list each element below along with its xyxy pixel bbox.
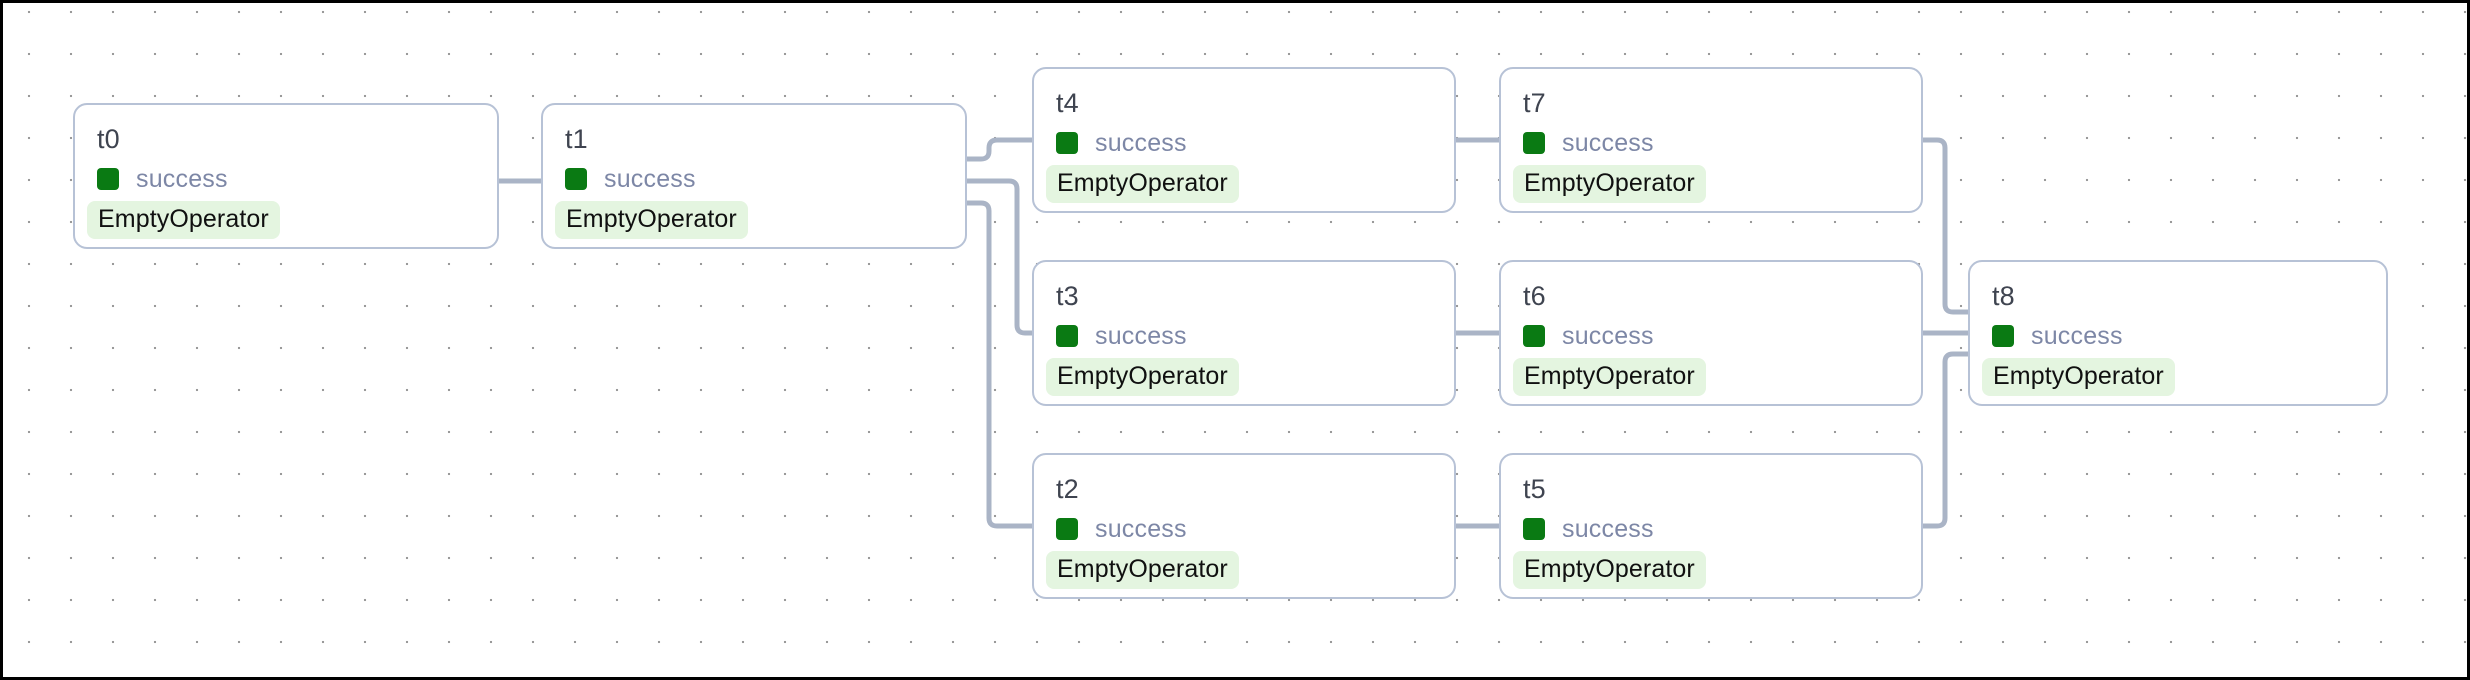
task-node-title: t0 bbox=[97, 124, 120, 154]
task-status-label: success bbox=[136, 165, 228, 193]
success-status-icon bbox=[1056, 132, 1078, 154]
task-status-label: success bbox=[1095, 129, 1187, 157]
task-operator-row: EmptyOperator bbox=[1046, 349, 1454, 396]
task-status-row: success bbox=[1523, 130, 1921, 156]
edge-t1-t2 bbox=[967, 200, 1032, 529]
task-status-label: success bbox=[1562, 515, 1654, 543]
task-status-row: success bbox=[1992, 323, 2386, 349]
task-operator-row: EmptyOperator bbox=[87, 192, 497, 239]
task-status-label: success bbox=[1562, 129, 1654, 157]
task-node-title: t4 bbox=[1056, 88, 1079, 118]
task-status-label: success bbox=[1095, 322, 1187, 350]
task-operator-badge: EmptyOperator bbox=[1513, 551, 1706, 589]
task-node-title: t1 bbox=[565, 124, 588, 154]
task-node-title: t7 bbox=[1523, 88, 1546, 118]
task-status-row: success bbox=[97, 166, 497, 192]
task-node-title: t2 bbox=[1056, 474, 1079, 504]
task-operator-row: EmptyOperator bbox=[1046, 542, 1454, 589]
task-operator-badge: EmptyOperator bbox=[1046, 165, 1239, 203]
task-status-row: success bbox=[1056, 516, 1454, 542]
success-status-icon bbox=[1056, 325, 1078, 347]
success-status-icon bbox=[1523, 325, 1545, 347]
task-node-title: t6 bbox=[1523, 281, 1546, 311]
success-status-icon bbox=[1056, 518, 1078, 540]
task-status-label: success bbox=[1095, 515, 1187, 543]
success-status-icon bbox=[565, 168, 587, 190]
task-operator-row: EmptyOperator bbox=[1513, 542, 1921, 589]
edge-t7-t8 bbox=[1923, 137, 1968, 315]
edge-t1-t3 bbox=[967, 178, 1032, 336]
success-status-icon bbox=[1523, 132, 1545, 154]
success-status-icon bbox=[1992, 325, 2014, 347]
task-status-row: success bbox=[1056, 130, 1454, 156]
task-operator-badge: EmptyOperator bbox=[555, 201, 748, 239]
task-node-title: t8 bbox=[1992, 281, 2015, 311]
task-operator-badge: EmptyOperator bbox=[1513, 165, 1706, 203]
task-status-label: success bbox=[2031, 322, 2123, 350]
task-operator-badge: EmptyOperator bbox=[1513, 358, 1706, 396]
success-status-icon bbox=[1523, 518, 1545, 540]
task-operator-badge: EmptyOperator bbox=[87, 201, 280, 239]
task-status-row: success bbox=[1523, 516, 1921, 542]
task-operator-badge: EmptyOperator bbox=[1046, 551, 1239, 589]
edge-t5-t8 bbox=[1923, 351, 1968, 529]
edge-t1-t4 bbox=[967, 137, 1032, 162]
task-operator-row: EmptyOperator bbox=[1046, 156, 1454, 203]
task-status-label: success bbox=[1562, 322, 1654, 350]
task-operator-badge: EmptyOperator bbox=[1982, 358, 2175, 396]
task-operator-badge: EmptyOperator bbox=[1046, 358, 1239, 396]
task-operator-row: EmptyOperator bbox=[1982, 349, 2386, 396]
task-status-label: success bbox=[604, 165, 696, 193]
task-status-row: success bbox=[1523, 323, 1921, 349]
task-status-row: success bbox=[565, 166, 965, 192]
task-status-row: success bbox=[1056, 323, 1454, 349]
task-operator-row: EmptyOperator bbox=[1513, 349, 1921, 396]
task-node-title: t3 bbox=[1056, 281, 1079, 311]
success-status-icon bbox=[97, 168, 119, 190]
task-operator-row: EmptyOperator bbox=[1513, 156, 1921, 203]
task-node-title: t5 bbox=[1523, 474, 1546, 504]
task-operator-row: EmptyOperator bbox=[555, 192, 965, 239]
